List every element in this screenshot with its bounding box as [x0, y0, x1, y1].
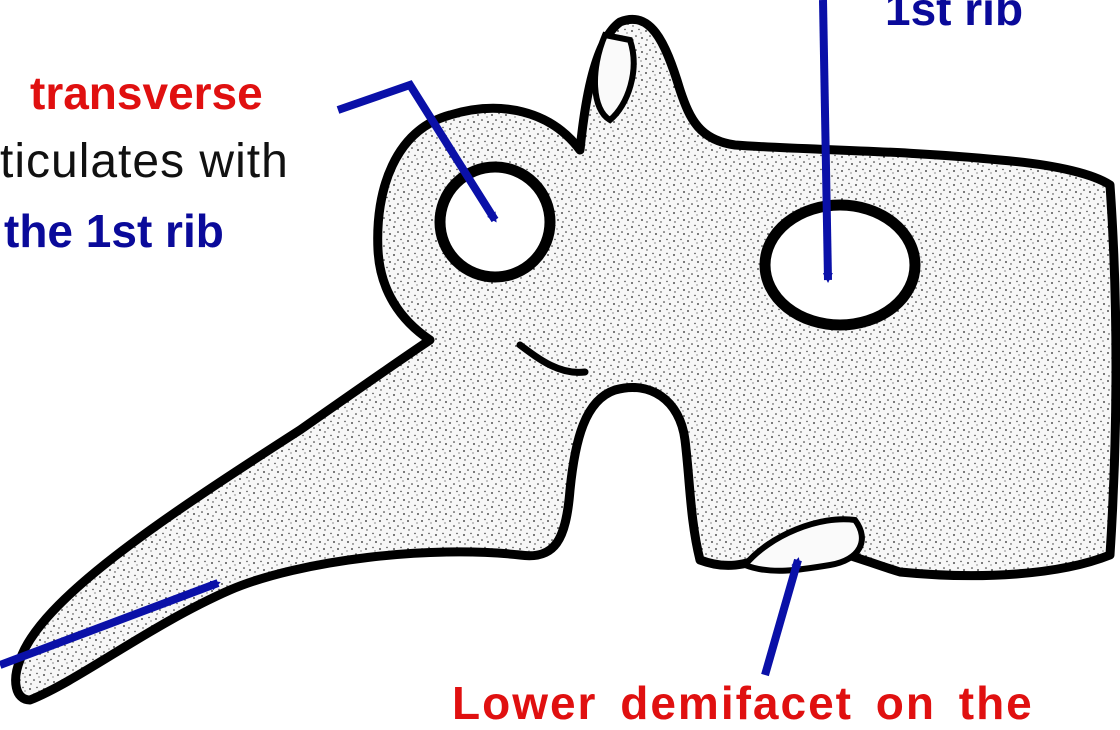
label-lower-demifacet: Lower demifacet on the: [452, 676, 1034, 730]
superior-costal-facet: [765, 205, 915, 325]
arrow-first-rib-top: [823, 0, 828, 280]
label-articulates-with: ticulates with: [0, 134, 289, 189]
label-first-rib-top: 1st rib: [885, 0, 1023, 36]
label-first-rib-left: the 1st rib: [4, 204, 224, 258]
label-transverse: transverse: [30, 66, 263, 120]
transverse-costal-facet: [440, 167, 550, 277]
arrow-lower-demifacet: [765, 560, 798, 675]
